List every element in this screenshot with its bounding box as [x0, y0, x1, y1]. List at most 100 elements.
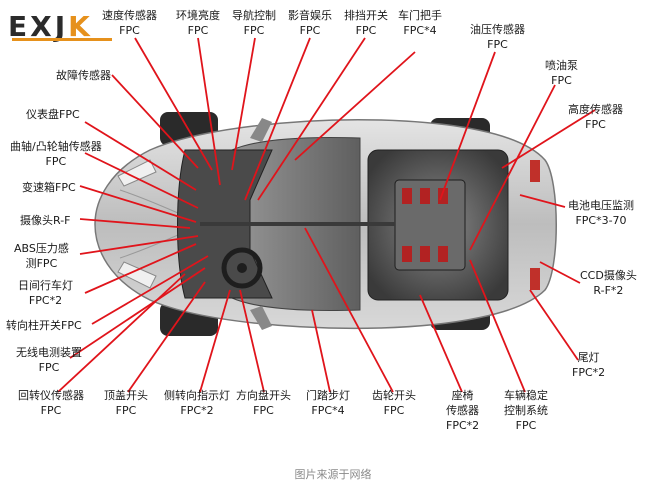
label-line: 座椅	[451, 389, 474, 402]
label-line: FPC*2	[572, 366, 606, 379]
label-line: 曲轴/凸轮轴传感器	[10, 140, 102, 153]
label-line: 变速箱FPC	[22, 181, 76, 194]
label-line: 仪表盘FPC	[26, 108, 80, 121]
label-line: 影音娱乐	[288, 9, 332, 22]
label-wireless-detect: 无线电测装置 FPC	[16, 345, 82, 375]
label-line: FPC	[299, 24, 321, 37]
label-fuel-pump: 喷油泵 FPC	[545, 58, 578, 88]
label-line: 顶盖开头	[104, 389, 148, 402]
label-crank-cam: 曲轴/凸轮轴传感器 FPC	[10, 139, 102, 169]
logo-text: EXJ	[8, 10, 69, 43]
label-line: 侧转向指示灯	[164, 389, 230, 402]
label-oil-pressure: 油压传感器 FPC	[470, 22, 525, 52]
label-line: 回转仪传感器	[18, 389, 84, 402]
label-line: 转向柱开关FPC	[6, 319, 82, 332]
label-line: 传感器	[446, 404, 480, 417]
label-line: 油压传感器	[470, 23, 525, 36]
label-ccd-camera: CCD摄像头 R-F*2	[580, 268, 637, 298]
label-line: FPC	[243, 24, 265, 37]
logo-underline	[12, 38, 112, 41]
label-line: FPC*3-70	[575, 214, 627, 227]
label-gearbox: 变速箱FPC	[22, 180, 76, 195]
label-line: 齿轮开头	[372, 389, 416, 402]
label-door-step-light: 门踏步灯 FPC*4	[306, 388, 350, 418]
label-line: 电池电压监测	[568, 199, 634, 212]
label-line: FPC	[38, 361, 60, 374]
label-line: 方向盘开头	[236, 389, 291, 402]
label-line: 喷油泵	[545, 59, 578, 72]
label-line: FPC*2	[180, 404, 214, 417]
mirror-left	[250, 118, 272, 142]
headlight-left	[117, 159, 157, 187]
label-side-indicator: 侧转向指示灯 FPC*2	[164, 388, 230, 418]
tail-light-right	[530, 268, 540, 290]
leader-lines	[57, 37, 596, 393]
label-line: FPC*4	[311, 404, 345, 417]
label-line: R-F*2	[593, 284, 624, 297]
label-line: 无线电测装置	[16, 346, 82, 359]
label-line: FPC	[515, 419, 537, 432]
label-door-handle: 车门把手 FPC*4	[398, 8, 442, 38]
label-height-sensor: 高度传感器 FPC	[568, 102, 623, 132]
tail-light-left	[530, 160, 540, 182]
label-gyro-sensor: 回转仪传感器 FPC	[18, 388, 84, 418]
label-line: FPC	[119, 24, 140, 37]
headlight-right	[117, 261, 157, 289]
label-line: 摄像头R-F	[20, 214, 71, 227]
label-abs-pressure: ABS压力感测FPC	[14, 241, 69, 271]
label-line: ABS压力感	[14, 242, 69, 255]
label-tail-light: 尾灯 FPC*2	[572, 350, 605, 380]
label-drl: 日间行车灯 FPC*2	[18, 278, 73, 308]
label-line: 门踏步灯	[306, 389, 350, 402]
label-speed-sensor: 速度传感器 FPC	[102, 8, 157, 38]
image-caption: 图片来源于网络	[294, 468, 372, 481]
label-line: 导航控制	[232, 9, 276, 22]
label-fault-sensor: 故障传感器	[56, 68, 111, 83]
label-line: 排挡开关	[344, 9, 388, 22]
label-line: CCD摄像头	[580, 269, 637, 282]
label-nav-control: 导航控制 FPC	[232, 8, 276, 38]
label-line: FPC	[253, 404, 274, 417]
label-line: FPC	[45, 155, 67, 168]
label-line: 车门把手	[398, 9, 442, 22]
label-battery-voltage: 电池电压监测 FPC*3-70	[568, 198, 634, 228]
logo-accent-text: K	[68, 10, 93, 43]
label-ambient-brightness: 环境亮度 FPC	[176, 8, 220, 38]
label-line: FPC	[355, 24, 377, 37]
label-gear-switch: 排挡开关 FPC	[344, 8, 388, 38]
label-line: FPC	[551, 74, 572, 87]
label-steering-column: 转向柱开关FPC	[6, 318, 82, 333]
label-camera-rf: 摄像头R-F	[20, 213, 71, 228]
label-line: 尾灯	[577, 351, 600, 364]
label-line: FPC	[585, 118, 606, 131]
label-line: 控制系统	[504, 404, 548, 417]
label-stability-control: 车辆稳定控制系统 FPC	[504, 388, 548, 433]
label-line: 测FPC	[25, 257, 58, 270]
label-line: FPC*4	[403, 24, 437, 37]
label-line: FPC*2	[28, 294, 63, 307]
label-line: FPC	[487, 38, 508, 51]
steering-wheel	[221, 247, 263, 289]
mirror-right	[250, 306, 272, 330]
steering-hub	[237, 263, 247, 273]
label-line: 环境亮度	[176, 9, 220, 22]
label-line: 故障传感器	[56, 69, 111, 82]
label-gear-teeth-switch: 齿轮开头 FPC	[372, 388, 416, 418]
brand-logo: EXJK	[8, 10, 93, 43]
label-dashboard: 仪表盘FPC	[26, 107, 80, 122]
label-audio-video: 影音娱乐 FPC	[288, 8, 332, 38]
label-steering-switch: 方向盘开头 FPC	[236, 388, 291, 418]
label-line: 日间行车灯	[18, 279, 73, 292]
label-roof-switch: 顶盖开头 FPC	[104, 388, 148, 418]
label-line: FPC	[187, 24, 209, 37]
label-line: 速度传感器	[102, 9, 157, 22]
label-seat-sensor: 座椅传感器 FPC*2	[446, 388, 479, 433]
label-line: 高度传感器	[568, 103, 623, 116]
label-line: FPC	[383, 404, 405, 417]
label-line: FPC*2	[446, 419, 480, 432]
engine-cylinders	[402, 188, 448, 262]
label-line: FPC	[115, 404, 137, 417]
label-line: 车辆稳定	[504, 389, 548, 402]
label-line: FPC	[40, 404, 62, 417]
